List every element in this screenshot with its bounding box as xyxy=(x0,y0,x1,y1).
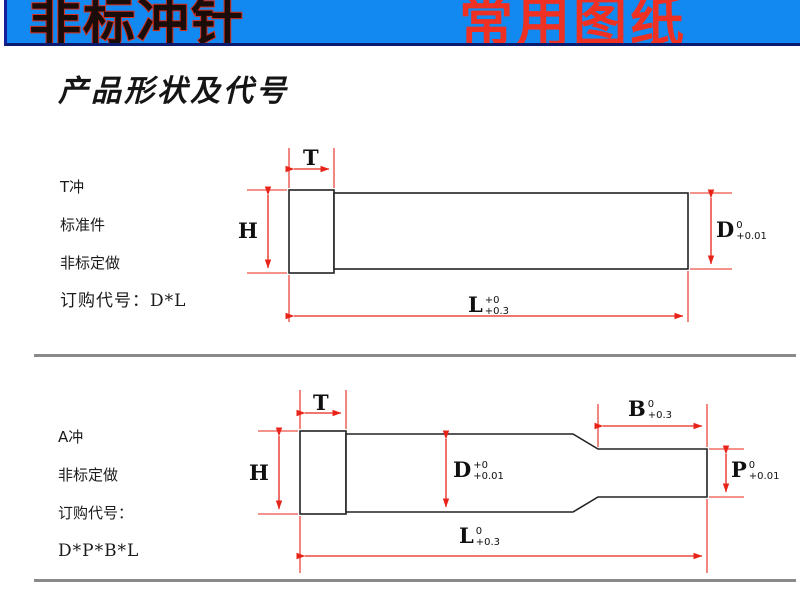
t-punch-order-code: 订购代号：D*L xyxy=(60,291,187,311)
t-punch-dim-text-L: L+0+0.3 xyxy=(468,292,510,317)
t-punch-line2: 标准件 xyxy=(60,216,106,234)
t-punch-dim-text-H: H xyxy=(238,218,258,243)
a-punch-label-block: A冲 非标定做 订购代号： D*P*B*L xyxy=(58,418,139,570)
a-punch-line3: 订购代号： xyxy=(58,504,134,522)
section-heading: 产品形状及代号 xyxy=(58,74,289,109)
t-punch-dim-text-T: T xyxy=(303,145,319,170)
a-punch-dimension-L xyxy=(296,499,708,573)
a-punch-dim-text-D: D+0+0.01 xyxy=(453,457,504,482)
a-punch-dim-text-H: H xyxy=(249,460,269,485)
a-punch-shaft-profile xyxy=(345,433,708,513)
a-punch-order-code: D*P*B*L xyxy=(58,541,140,561)
a-punch-dim-text-T: T xyxy=(313,390,329,415)
divider-top xyxy=(34,354,796,357)
t-punch-line3: 非标定做 xyxy=(60,254,121,272)
t-punch-label-block: T冲 标准件 非标定做 订购代号：D*L xyxy=(60,168,186,320)
header-banner: 非标冲针 常用图纸 xyxy=(4,0,800,46)
divider-bottom xyxy=(34,579,796,582)
t-punch-head xyxy=(288,189,335,274)
banner-title-left: 非标冲针 xyxy=(28,0,246,46)
t-punch-geometry xyxy=(288,189,689,274)
t-punch-shaft xyxy=(333,192,689,270)
a-punch-name: A冲 xyxy=(58,428,84,446)
a-punch-head xyxy=(299,430,347,515)
t-punch-name: T冲 xyxy=(60,178,85,196)
banner-title-right: 常用图纸 xyxy=(459,0,687,46)
a-punch-line2: 非标定做 xyxy=(58,466,119,484)
